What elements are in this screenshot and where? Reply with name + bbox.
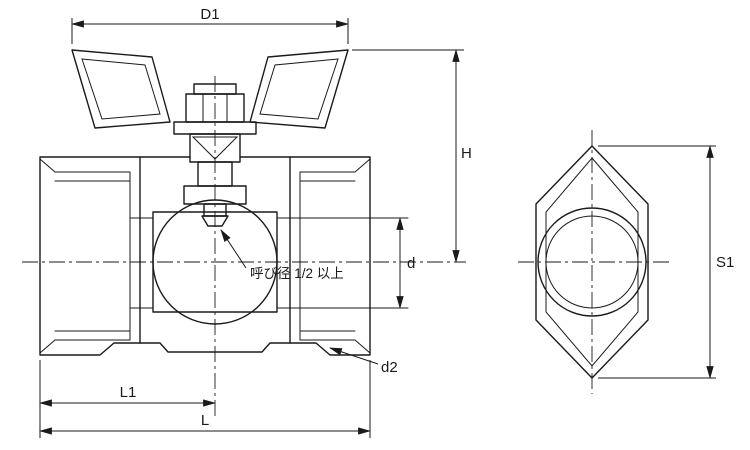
h-label: H [461, 145, 472, 162]
handle-left-wing [71, 49, 171, 129]
hex-chamfer-face [545, 157, 639, 367]
right-chamfer-bottom [354, 339, 371, 354]
d2-leader [328, 347, 379, 365]
s1-label: S1 [716, 254, 734, 271]
stem-ball-joint [201, 215, 229, 227]
note-nominal-size: 呼び径 1/2 以上 [220, 229, 344, 281]
dim-d: d [396, 216, 415, 310]
left-thread-socket [39, 158, 154, 354]
left-chamfer-top [39, 158, 56, 173]
valve-body [39, 156, 409, 356]
front-view [22, 49, 466, 416]
left-chamfer-bottom [39, 339, 56, 354]
hex-end-outline [535, 145, 649, 379]
thread-circle-inner [545, 215, 639, 309]
handle-right-wing [249, 49, 349, 129]
body-outline [39, 156, 371, 356]
l1-label: L1 [120, 384, 137, 401]
side-view [518, 130, 672, 394]
stem-square-drive [191, 136, 239, 160]
dim-l: L [38, 360, 372, 438]
dim-h: H [352, 48, 472, 264]
ball [152, 199, 278, 325]
stem-assembly [173, 83, 257, 227]
dim-d2: d2 [328, 347, 398, 376]
d1-label: D1 [200, 6, 219, 23]
butterfly-handle [71, 49, 349, 129]
note-text: 呼び径 1/2 以上 [250, 266, 344, 281]
right-thread-socket [299, 158, 371, 354]
handle-right-wing-inner [259, 58, 339, 120]
right-chamfer-top [354, 158, 371, 173]
dim-s1: S1 [598, 144, 734, 380]
dim-l1: L1 [38, 360, 217, 438]
thread-circle-outer [537, 207, 647, 317]
l-label: L [201, 412, 209, 429]
note-leader [220, 229, 247, 269]
handle-left-wing-inner [81, 58, 161, 120]
d2-label: d2 [381, 359, 398, 376]
dim-d1: D1 [70, 6, 350, 44]
d-label: d [407, 255, 415, 272]
